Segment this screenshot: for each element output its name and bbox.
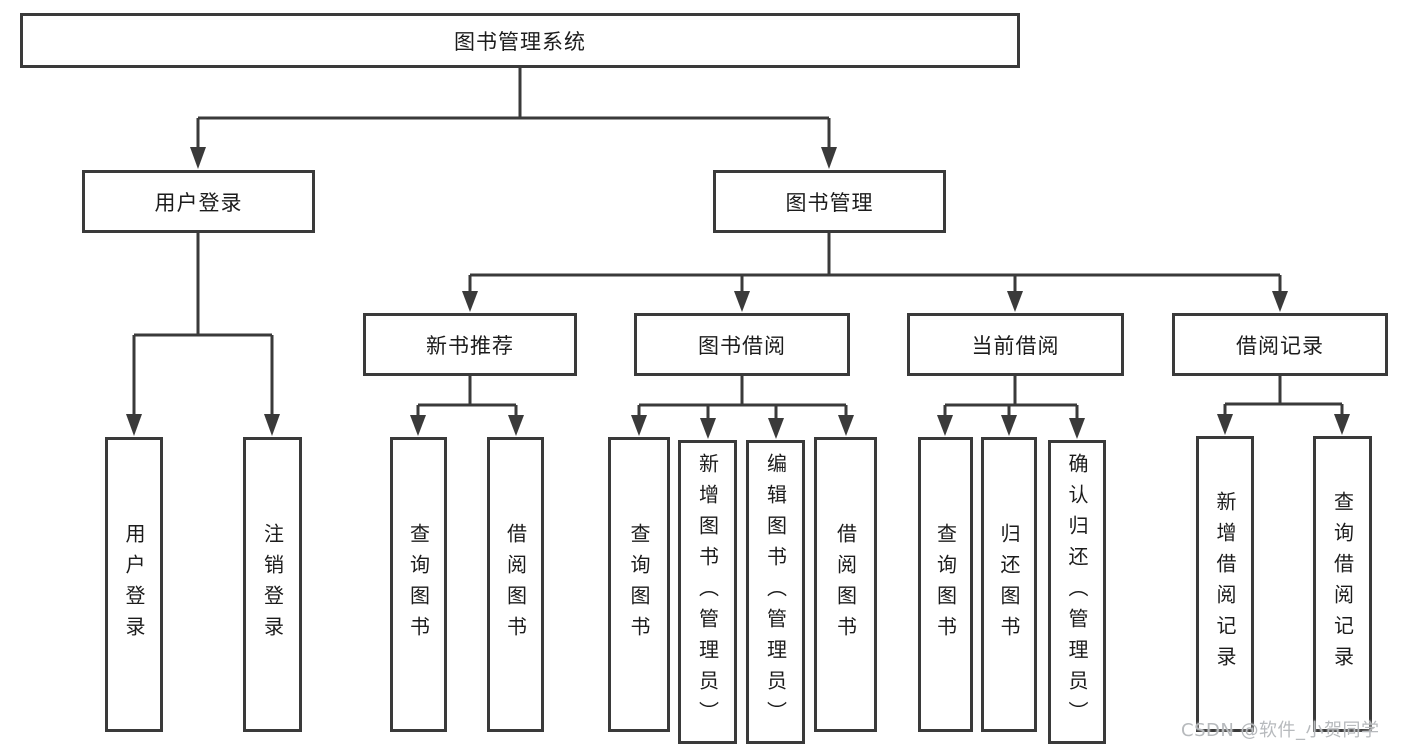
leaf-records-add: 新增借阅记录	[1196, 436, 1254, 732]
arrowhead-icon	[1272, 291, 1288, 312]
arrowhead-icon	[768, 418, 784, 439]
leaf-label: 新增图书（管理员）	[695, 452, 720, 732]
node-user-login: 用户登录	[82, 170, 315, 233]
leaf-borrow-borrow: 借阅图书	[814, 437, 877, 732]
edge-book-management-to-level3	[468, 233, 1282, 292]
leaf-label: 编辑图书（管理员）	[763, 452, 788, 732]
node-current-borrow: 当前借阅	[907, 313, 1124, 376]
leaf-label: 查询图书	[627, 522, 651, 647]
leaf-borrow-add-admin: 新增图书（管理员）	[678, 440, 737, 744]
leaf-borrow-edit-admin: 编辑图书（管理员）	[746, 440, 805, 744]
leaf-label: 查询图书	[406, 522, 431, 647]
leaf-label: 归还图书	[997, 522, 1021, 647]
arrowhead-icon	[700, 418, 716, 439]
leaf-borrow-query: 查询图书	[608, 437, 670, 732]
arrowhead-icon	[126, 414, 142, 436]
leaf-newbooks-borrow: 借阅图书	[487, 437, 544, 732]
arrowhead-icon	[462, 291, 478, 312]
leaf-label: 借阅图书	[833, 522, 858, 647]
leaf-label: 确认归还（管理员）	[1065, 452, 1089, 732]
leaf-current-confirm-admin: 确认归还（管理员）	[1048, 440, 1106, 744]
arrowhead-icon	[1001, 415, 1017, 436]
arrowhead-icon	[1217, 414, 1233, 435]
leaf-user-login: 用户登录	[105, 437, 163, 732]
arrowhead-icon	[264, 414, 280, 436]
arrowhead-icon	[734, 291, 750, 312]
node-book-management: 图书管理	[713, 170, 946, 233]
arrowhead-icon	[631, 415, 647, 436]
arrowhead-icon	[821, 147, 837, 169]
leaf-label: 新增借阅记录	[1213, 491, 1237, 677]
leaf-current-query: 查询图书	[918, 437, 973, 732]
leaf-logout: 注销登录	[243, 437, 302, 732]
node-root: 图书管理系统	[20, 13, 1020, 68]
arrowhead-icon	[937, 415, 953, 436]
leaf-records-query: 查询借阅记录	[1313, 436, 1372, 732]
node-borrow-records: 借阅记录	[1172, 313, 1388, 376]
arrowhead-icon	[1334, 414, 1350, 435]
leaf-current-return: 归还图书	[981, 437, 1037, 732]
arrowhead-icon	[1007, 291, 1023, 312]
edge-current-borrow-to-leaves	[943, 376, 1079, 419]
edge-user-login-to-leaves	[132, 233, 274, 416]
arrowhead-icon	[508, 415, 524, 436]
edge-book-borrow-to-leaves	[637, 376, 848, 419]
node-book-borrow: 图书借阅	[634, 313, 850, 376]
arrowhead-icon	[1069, 418, 1085, 439]
leaf-label: 查询图书	[933, 522, 958, 647]
leaf-label: 用户登录	[122, 522, 146, 647]
edge-borrow-records-to-leaves	[1223, 376, 1344, 417]
leaf-label: 注销登录	[260, 522, 285, 647]
arrowhead-icons	[126, 147, 1350, 439]
node-new-book-recommend: 新书推荐	[363, 313, 577, 376]
watermark-text: CSDN @软件_小贺同学	[1181, 720, 1380, 741]
edge-root-to-level2	[196, 68, 831, 148]
leaf-newbooks-query: 查询图书	[390, 437, 447, 732]
leaf-label: 查询借阅记录	[1330, 491, 1355, 677]
arrowhead-icon	[838, 415, 854, 436]
arrowhead-icon	[410, 415, 426, 436]
leaf-label: 借阅图书	[503, 522, 528, 647]
arrowhead-icon	[190, 147, 206, 169]
edge-new-book-recommend-to-leaves	[416, 376, 518, 417]
